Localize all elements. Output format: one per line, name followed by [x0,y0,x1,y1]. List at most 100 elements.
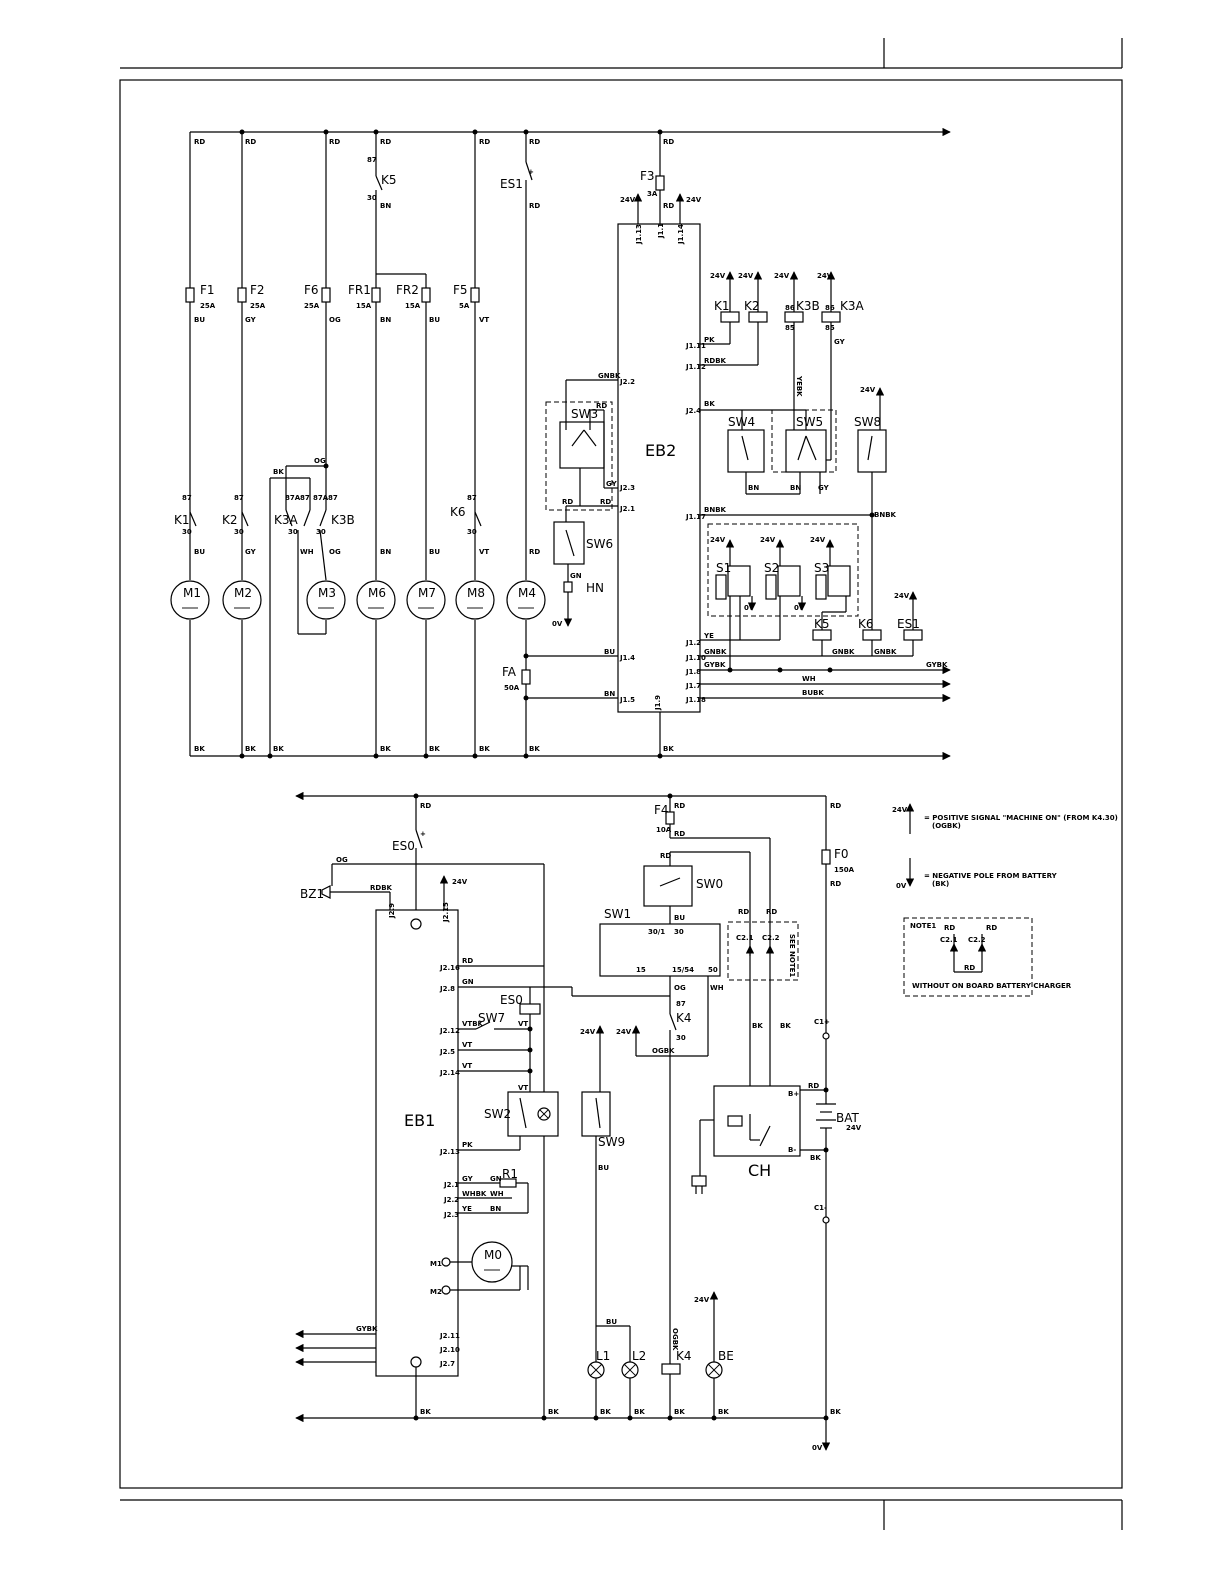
svg-text:PK: PK [462,1141,473,1149]
svg-text:VT: VT [479,548,489,556]
svg-text:RD: RD [674,830,685,838]
eb1-label: EB1 [404,1111,435,1130]
svg-text:GYBK: GYBK [926,661,948,669]
svg-text:VT: VT [479,316,489,324]
svg-text:86: 86 [785,304,795,312]
legend-0v: 0V [896,882,907,890]
potentiometer-r1-label: R1 [502,1167,518,1181]
fuse-f5-label: F5 [453,283,468,297]
svg-text:0V: 0V [812,1444,823,1452]
svg-text:SEE NOTE1: SEE NOTE1 [788,934,796,977]
svg-text:YE: YE [461,1205,472,1213]
fuse-f4-rating: 10A [656,826,672,834]
svg-text:85: 85 [825,324,835,332]
svg-text:BK: BK [420,1408,431,1416]
svg-text:M2: M2 [430,1288,442,1296]
svg-text:WHBK: WHBK [462,1190,487,1198]
svg-text:PK: PK [704,336,715,344]
legend: 24V = POSITIVE SIGNAL "MACHINE ON" (FROM… [892,803,1118,997]
svg-text:BU: BU [194,316,205,324]
svg-text:BN: BN [490,1205,501,1213]
relay-es0-coil [519,1003,541,1015]
svg-text:BK: BK [634,1408,645,1416]
svg-text:24V: 24V [616,1028,632,1036]
svg-text:BK: BK [752,1022,763,1030]
svg-text:24V: 24V [694,1296,710,1304]
eb2-module [617,223,701,713]
sensor-s2 [777,565,801,597]
svg-text:J2.12: J2.12 [439,1027,460,1035]
svg-text:RD: RD [674,802,685,810]
svg-text:BUBK: BUBK [802,689,824,697]
svg-text:+: + [420,830,426,838]
svg-text:85: 85 [785,324,795,332]
svg-text:BU: BU [604,648,615,656]
sensor-s3-body [815,574,827,600]
svg-text:J2.5: J2.5 [439,1048,455,1056]
svg-text:J1.18: J1.18 [685,696,706,704]
svg-text:RD: RD [380,138,391,146]
svg-text:GY: GY [834,338,846,346]
svg-text:VT: VT [462,1041,472,1049]
lamp-l1-label: L1 [596,1349,610,1363]
fuse-f5-rating: 5A [459,302,470,310]
buzzer-bz1-label: BZ1 [300,887,324,901]
svg-text:OG: OG [336,856,348,864]
svg-text:RD: RD [529,138,540,146]
svg-text:24V: 24V [860,386,876,394]
svg-text:BK: BK [273,468,284,476]
svg-text:RD: RD [766,908,777,916]
fuses-row [185,175,665,303]
fuse-f4-label: F4 [654,803,669,817]
switch-sw0-label: SW0 [696,877,723,891]
svg-text:RD: RD [462,957,473,965]
svg-text:BK: BK [194,745,205,753]
sensor-s1-body [715,574,727,600]
svg-text:BK: BK [380,745,391,753]
svg-text:RD: RD [808,1082,819,1090]
upper-circuit: F1 25A F2 25A F6 25A FR1 15A FR2 15A F5 … [170,127,951,761]
legend-24v: 24V [892,806,908,814]
battery-charger-label: CH [748,1161,771,1180]
relay-k6-contact-label: K6 [450,505,466,519]
svg-text:24V: 24V [580,1028,596,1036]
relay-k3a-contact-label: K3A [274,513,299,527]
svg-text:30: 30 [676,1034,686,1042]
svg-text:15/54: 15/54 [672,966,694,974]
svg-text:J1.17: J1.17 [685,513,706,521]
svg-text:OG: OG [329,316,341,324]
svg-text:30: 30 [467,528,477,536]
svg-text:OGBK: OGBK [671,1328,679,1351]
svg-text:BK: BK [548,1408,559,1416]
svg-text:J1.9: J1.9 [654,695,662,711]
motor-m1: M1 [183,586,201,600]
svg-text:86: 86 [825,304,835,312]
switch-sw6-label: SW6 [586,537,613,551]
relay-k4-coil [661,1363,681,1375]
svg-text:RD: RD [663,202,674,210]
svg-text:RD: RD [529,202,540,210]
svg-text:24V: 24V [452,878,468,886]
svg-text:87: 87 [182,494,192,502]
svg-text:BN: BN [604,690,615,698]
svg-text:87: 87 [676,1000,686,1008]
svg-text:VT: VT [518,1084,528,1092]
svg-text:24V: 24V [817,272,833,280]
switch-sw9-label: SW9 [598,1135,625,1149]
svg-text:J1.14: J1.14 [677,224,685,245]
wire-labels-upper: RD RD RD RD RD RD RD BU GY OG BN BU VT B… [194,138,674,753]
svg-text:RDBK: RDBK [704,357,727,365]
relay-k2-label: K2 [744,299,760,313]
svg-text:VTBK: VTBK [462,1020,484,1028]
svg-text:BK: BK [830,1408,841,1416]
svg-text:J2.1: J2.1 [443,1181,459,1189]
svg-text:RD: RD [420,802,431,810]
svg-text:J1.11: J1.11 [685,342,706,350]
fuse-f0-rating: 150A [834,866,855,874]
fuse-f0-label: F0 [834,847,849,861]
fuse-fr2-rating: 15A [405,302,421,310]
relay-es1-label: ES1 [897,617,920,631]
svg-text:J2.2: J2.2 [619,378,635,386]
svg-text:RD: RD [986,924,997,932]
